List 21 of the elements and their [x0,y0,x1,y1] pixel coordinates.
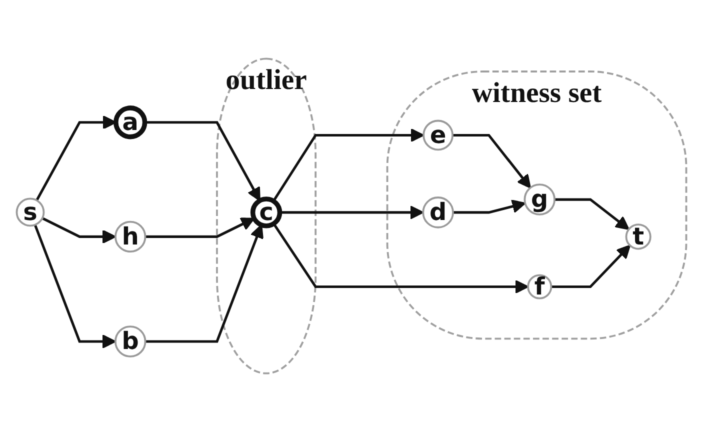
node-circle: g [524,184,556,216]
node-circle: c [250,196,282,228]
arrow [453,200,526,214]
arrow [42,217,116,244]
node-circle: h [114,220,146,253]
arrow [272,128,424,202]
arrow [34,224,116,348]
node-circle: a [114,106,148,140]
arrow [280,205,424,220]
arrow [145,218,255,238]
arrow [272,222,529,294]
arrow [145,224,264,343]
node-circle: s [16,198,45,227]
node-circle: f [527,274,552,300]
node-circle: e [422,120,454,151]
arrow [554,198,630,230]
arrow [551,244,631,288]
node-circle: b [114,326,146,358]
arrow [452,134,531,188]
node-circle: t [625,224,652,250]
node-circle: d [422,196,454,228]
